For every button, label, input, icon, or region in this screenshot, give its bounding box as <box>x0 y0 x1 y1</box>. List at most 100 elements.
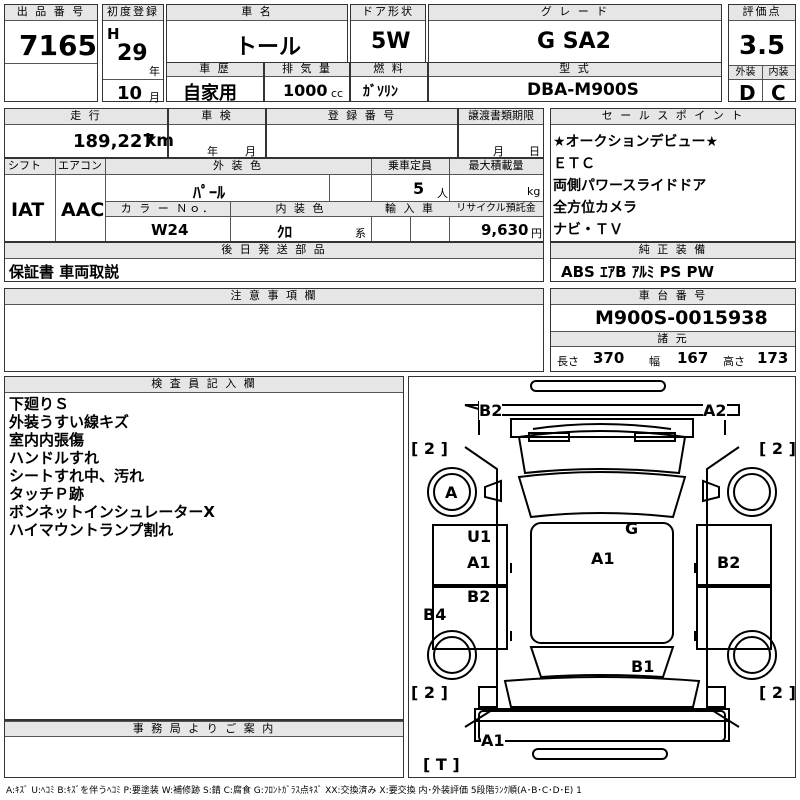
deadline-header: 譲渡書類期限 <box>459 109 543 125</box>
inspector-box: 検 査 員 記 入 欄 下廻りＳ 外装うすい線キズ 室内内張傷 ハンドルすれ シ… <box>4 376 404 720</box>
color-no: W24 <box>151 221 189 239</box>
grade-box: グ レ ー ド G SA2 <box>428 4 722 64</box>
model: DBA-M900S <box>527 80 639 100</box>
damage-mark-a1-rear-bumper: A1 <box>481 731 505 750</box>
recycle-fee: 9,630 <box>481 221 529 239</box>
inspector-note-4: ハンドルすれ <box>9 449 100 467</box>
damage-mark-g-glass: G <box>625 519 639 538</box>
recycle-header: リサイクル預託金 <box>449 201 543 217</box>
damage-mark-b4: B4 <box>423 605 447 624</box>
model-header: 型 式 <box>429 63 721 77</box>
exterior-grade: D <box>739 81 756 105</box>
era: H <box>107 25 120 43</box>
damage-mark-b2-right-door: B2 <box>717 553 741 572</box>
displacement-header: 排 気 量 <box>265 63 349 77</box>
deadline-box: 譲渡書類期限 月 日 <box>458 108 544 158</box>
car-outline <box>427 380 777 760</box>
capacity-unit: 人 <box>437 187 448 200</box>
score-header: 評価点 <box>729 5 795 21</box>
chassis-number: M900S-0015938 <box>595 307 768 329</box>
damage-mark-b1-rear: B1 <box>631 657 655 676</box>
inspection-year: 年 <box>207 145 218 158</box>
score-box: 評価点 3.5 外装 内装 D C <box>728 4 796 105</box>
damage-mark-a-wheel: A <box>445 483 458 502</box>
legend: A:ｷｽﾞ U:ﾍｺﾐ B:ｷｽﾞを伴うﾍｺﾐ P:要塗装 W:補修跡 S:錆 … <box>6 786 582 796</box>
inspection-month: 月 <box>245 145 256 158</box>
score: 3.5 <box>739 31 786 61</box>
damage-mark-a2-front-right: A2 <box>703 401 727 420</box>
deadline-month: 月 <box>493 145 504 158</box>
color-no-header: カ ラ ー Ｎｏ． <box>106 201 230 217</box>
sales-point-3: 両側パワースライドドア <box>553 178 707 194</box>
damage-mark-b2-front-left: B2 <box>479 401 503 420</box>
sales-points-box: セ ー ル ス ポ イ ン ト ★オークションデビュー★ ＥＴＣ 両側パワースラ… <box>550 108 796 242</box>
displacement: 1000 <box>283 81 328 100</box>
exterior-color: ﾊﾟｰﾙ <box>193 183 226 202</box>
inspector-note-1: 下廻りＳ <box>9 395 70 413</box>
tire-label-left-bottom: [ 2 ] <box>411 683 448 702</box>
exterior-header: 外装 <box>729 66 762 80</box>
later-parts-box: 後 日 発 送 部 品 保証書 車両取説 <box>4 242 544 282</box>
first-registration-box: 初度登録 H 29 年 10 月 <box>102 4 164 104</box>
spare-tire-label: [ T ] <box>423 755 460 774</box>
tire-label-left-top: [ 2 ] <box>411 439 448 458</box>
office-header: 事 務 局 よ り ご 案 内 <box>5 721 403 737</box>
recycle-unit: 円 <box>531 227 542 240</box>
deadline-day: 日 <box>529 145 540 158</box>
door-box: ドア形状 5W <box>350 4 426 64</box>
capacity-header: 乗車定員 <box>371 159 449 175</box>
width-label: 幅 <box>649 355 660 368</box>
cc-unit: cc <box>331 87 344 100</box>
inspector-note-6: タッチＰ跡 <box>9 485 85 503</box>
reg-year: 29 <box>117 41 148 66</box>
int-color-header: 内 装 色 <box>230 201 371 217</box>
reg-no-header: 登 録 番 号 <box>267 109 457 125</box>
mileage-unit: km <box>145 131 175 151</box>
door-type: 5W <box>371 29 411 54</box>
lot-number: 7165 <box>19 29 97 62</box>
mileage-header: 走 行 <box>5 109 167 125</box>
office-box: 事 務 局 よ り ご 案 内 <box>4 720 404 778</box>
fuel: ｶﾞｿﾘﾝ <box>363 84 398 100</box>
ext-color-header: 外 装 色 <box>105 159 371 175</box>
sales-point-4: 全方位カメラ <box>553 200 637 216</box>
shift: IAT <box>11 199 45 221</box>
grade: G SA2 <box>537 29 611 54</box>
mileage: 189,227 <box>73 131 155 152</box>
height: 173 <box>757 349 789 367</box>
history: 自家用 <box>183 83 237 104</box>
spec-grid: シフト エアコン 外 装 色 乗車定員 最大積載量 IAT AAC ﾊﾟｰﾙ 5… <box>4 158 544 242</box>
equipment-header: 純 正 装 備 <box>551 243 795 259</box>
history-box: 車 歴 自家用 <box>166 62 264 104</box>
fuel-box: 燃 料 ｶﾞｿﾘﾝ <box>350 62 428 102</box>
capacity: 5 <box>413 179 425 198</box>
specs-header: 諸 元 <box>551 331 795 347</box>
length-label: 長さ <box>557 355 579 368</box>
inspector-header: 検 査 員 記 入 欄 <box>5 377 403 393</box>
equipment-box: 純 正 装 備 ABS ｴｱB ｱﾙﾐ PS PW <box>550 242 796 282</box>
car-name-box: 車 名 トール <box>166 4 348 64</box>
displacement-box: 排 気 量 1000 cc <box>264 62 350 102</box>
width: 167 <box>677 349 709 367</box>
later-parts: 保証書 車両取説 <box>9 263 120 281</box>
sales-point-2: ＥＴＣ <box>553 156 595 172</box>
interior-grade: C <box>771 81 786 105</box>
model-box: 型 式 DBA-M900S <box>428 62 722 102</box>
equipment: ABS ｴｱB ｱﾙﾐ PS PW <box>561 263 715 281</box>
car-diagram: [ 2 ] [ 2 ] [ 2 ] [ 2 ] [ T ] B2 A2 A U1… <box>408 376 796 778</box>
damage-mark-b2-left-rear: B2 <box>467 587 491 606</box>
grade-header: グ レ ー ド <box>429 5 721 21</box>
sales-point-1: ★オークションデビュー★ <box>553 134 719 150</box>
inspector-note-8: ハイマウントランプ割れ <box>9 521 174 539</box>
max-load-header: 最大積載量 <box>449 159 543 175</box>
sales-points-header: セ ー ル ス ポ イ ン ト <box>551 109 795 125</box>
first-reg-header: 初度登録 <box>103 5 163 21</box>
inspection-header: 車 検 <box>169 109 265 125</box>
chassis-header: 車 台 番 号 <box>551 289 795 305</box>
tire-label-right-bottom: [ 2 ] <box>759 683 796 702</box>
shift-header: シフト <box>5 159 55 175</box>
chassis-box: 車 台 番 号 M900S-0015938 諸 元 長さ 370 幅 167 高… <box>550 288 796 372</box>
damage-mark-u1: U1 <box>467 527 492 546</box>
import-header: 輸 入 車 <box>371 201 449 217</box>
load-unit: kg <box>527 185 541 198</box>
